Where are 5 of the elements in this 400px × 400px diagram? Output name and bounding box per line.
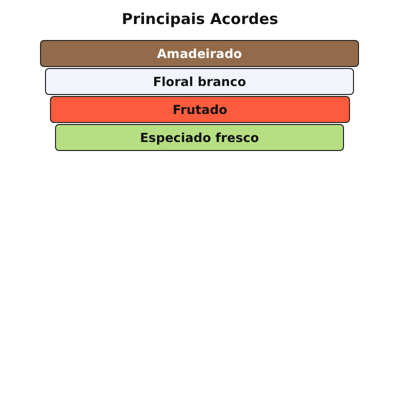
accord-bar: Floral branco [45,68,354,95]
diagram-title: Principais Acordes [120,10,280,28]
accord-bar: Especiado fresco [55,124,344,151]
accord-bar: Amadeirado [40,40,359,67]
accord-bar: Frutado [50,96,350,123]
